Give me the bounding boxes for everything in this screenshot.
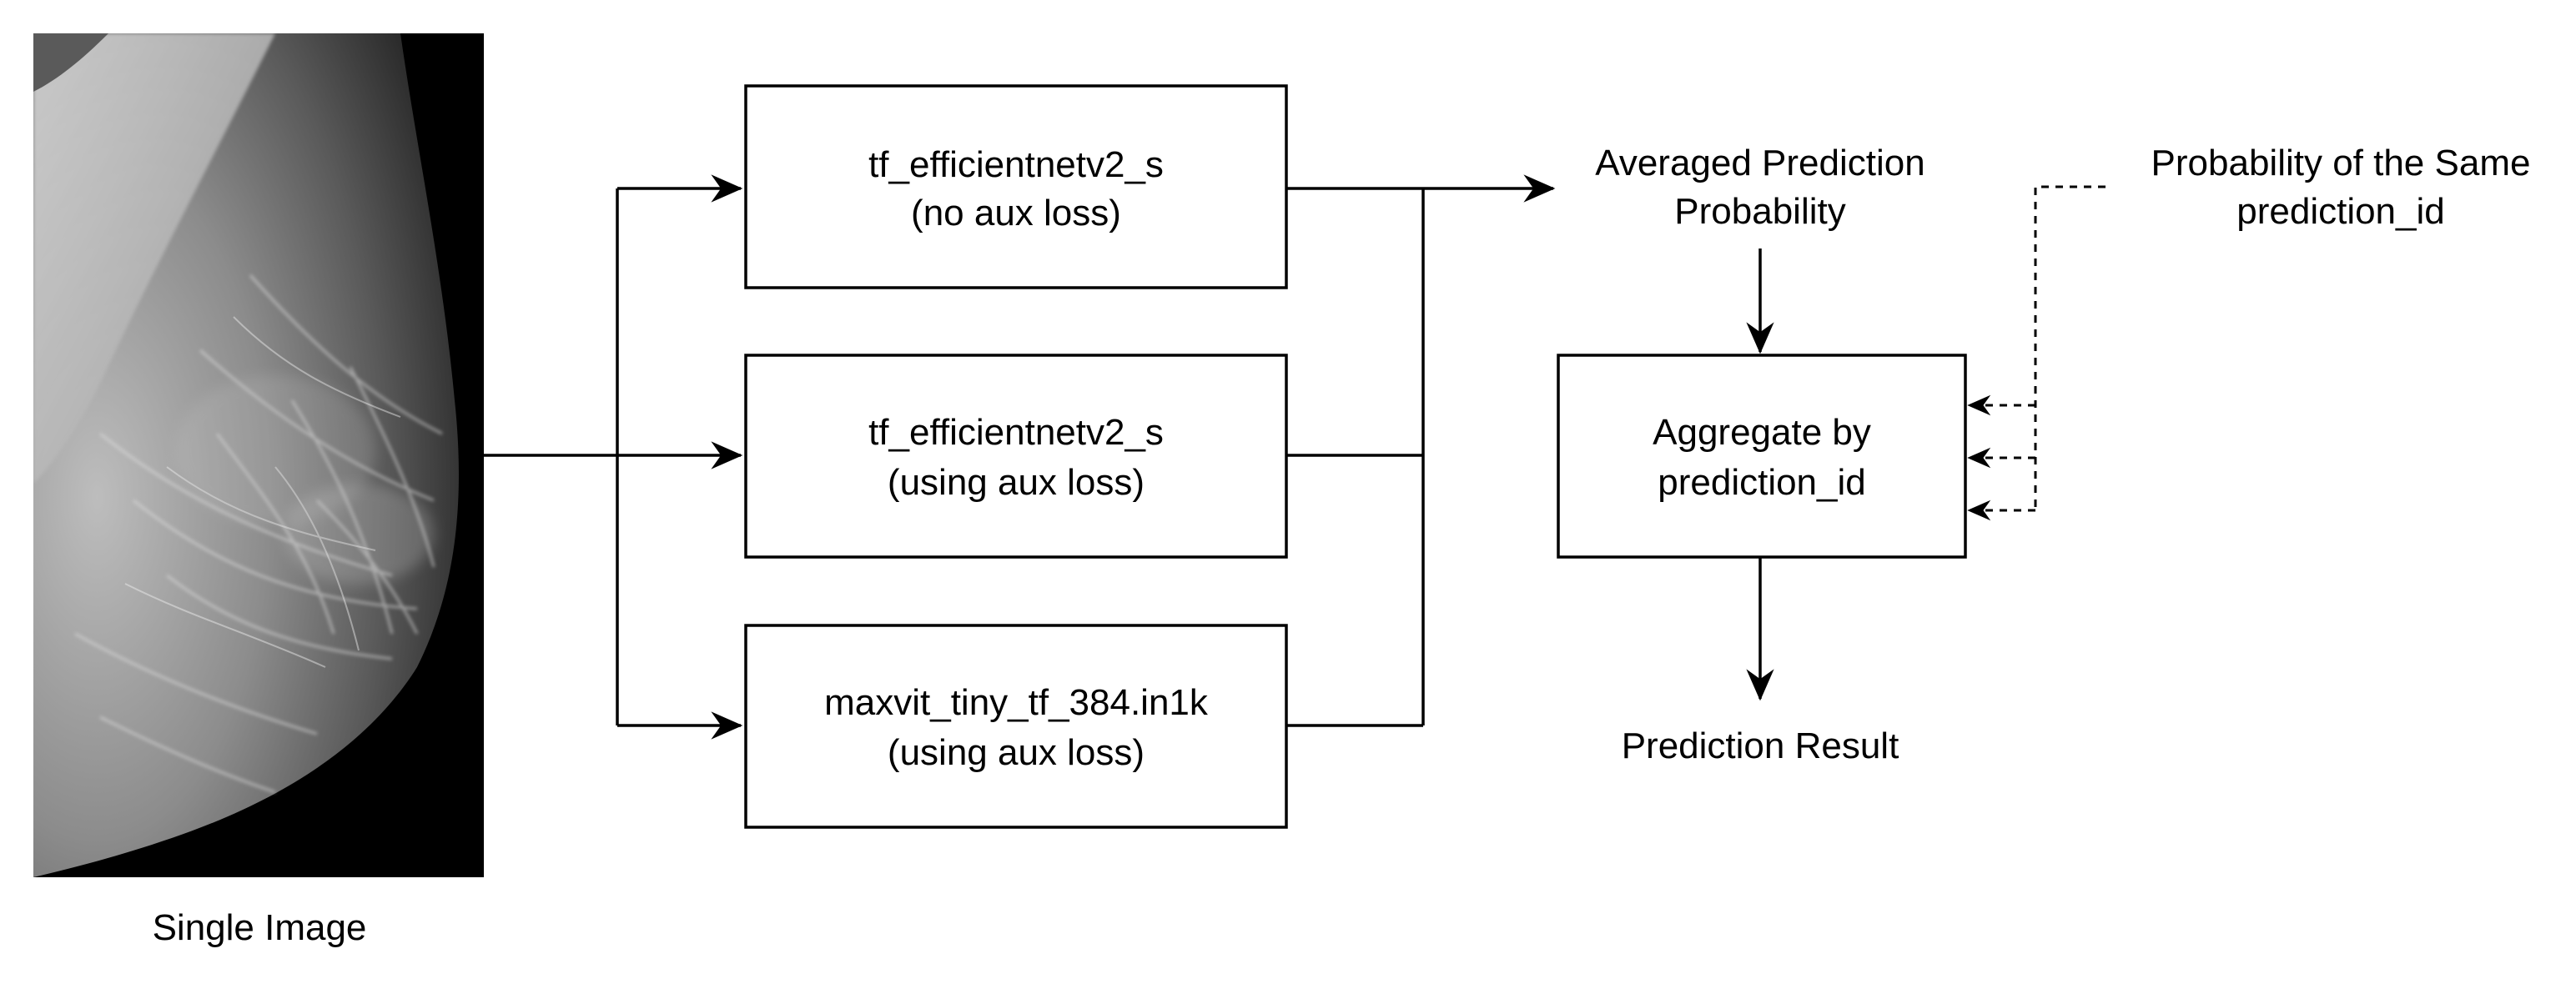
prediction-result-label: Prediction Result (1622, 725, 1899, 766)
fan-in-connectors (1286, 174, 1556, 727)
model-box-3: maxvit_tiny_tf_384.in1k (using aux loss) (744, 624, 1288, 829)
model-1-name: tf_efficientnetv2_s (868, 144, 1164, 185)
model-box-1: tf_efficientnetv2_s (no aux loss) (744, 84, 1288, 289)
same-id-dashed-connectors (1967, 185, 2106, 521)
averaged-line-2: Probability (1674, 191, 1845, 232)
single-image-caption: Single Image (153, 907, 367, 948)
model-3-name: maxvit_tiny_tf_384.in1k (824, 682, 1209, 723)
averaged-probability-label: Averaged Prediction Probability (1595, 143, 1924, 232)
same-id-line-1: Probability of the Same (2151, 143, 2531, 183)
aggregate-line-1: Aggregate by (1653, 412, 1871, 453)
aggregate-line-2: prediction_id (1658, 462, 1866, 503)
same-id-line-2: prediction_id (2236, 191, 2445, 232)
mammogram-image (33, 33, 484, 877)
model-2-variant: (using aux loss) (888, 462, 1145, 503)
model-box-2: tf_efficientnetv2_s (using aux loss) (744, 354, 1288, 559)
same-id-probability-label: Probability of the Same prediction_id (2151, 143, 2531, 232)
fan-out-connectors (484, 174, 743, 740)
averaged-line-1: Averaged Prediction (1595, 143, 1924, 183)
model-1-variant: (no aux loss) (911, 193, 1121, 233)
model-3-variant: (using aux loss) (888, 732, 1145, 773)
model-2-name: tf_efficientnetv2_s (868, 412, 1164, 453)
aggregate-box: Aggregate by prediction_id (1557, 354, 1967, 559)
